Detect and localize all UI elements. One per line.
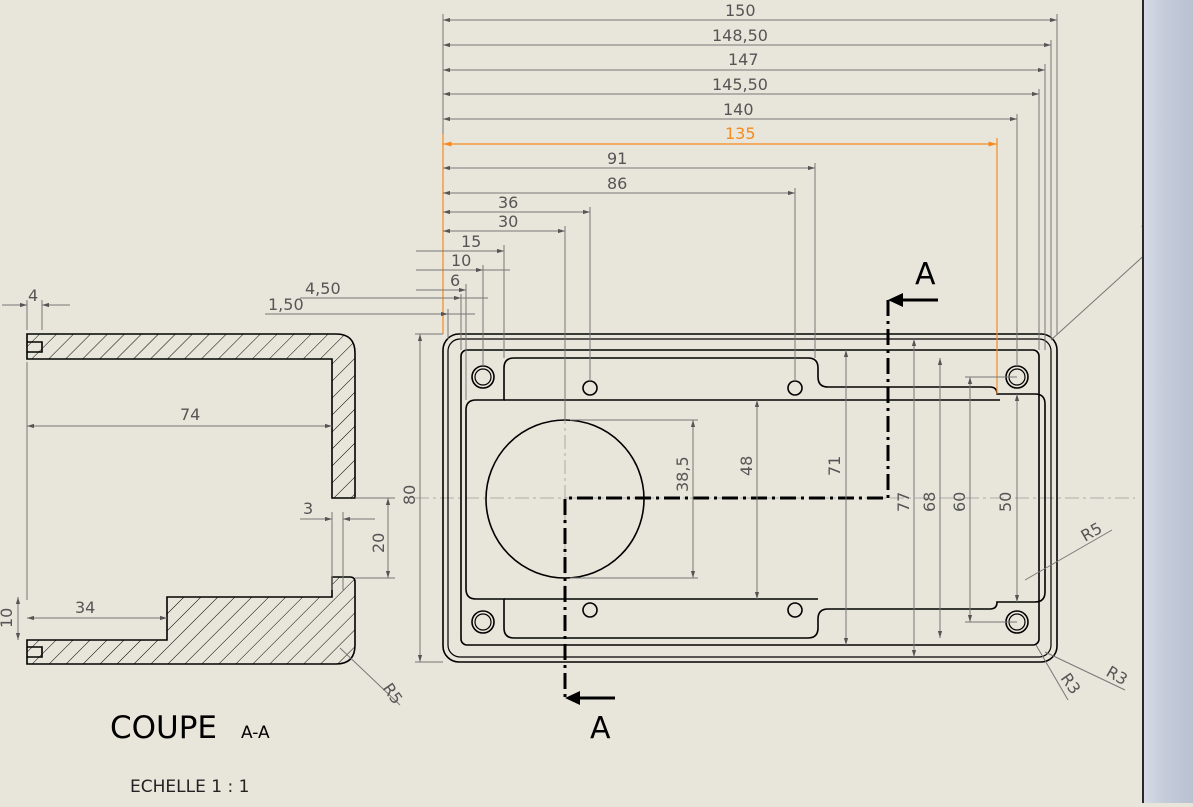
drawing-canvas[interactable]: 4 74 34 10 3 20 R5 (0, 0, 1171, 803)
dim-10: 10 (451, 251, 471, 270)
vertical-dimensions: 80 38,5 48 71 77 68 60 50 (400, 333, 1020, 663)
radius-r3-left: R3 (1057, 669, 1085, 697)
top-dimension-stack: 150 148,50 147 145,50 140 135 91 86 (265, 1, 1058, 420)
dim-1-50: 1,50 (268, 295, 304, 314)
scale-label: ECHELLE 1 : 1 (130, 777, 249, 797)
section-cut-line (563, 300, 890, 698)
radius-r5-inner: R5 (1078, 518, 1106, 545)
dim-15: 15 (461, 232, 481, 251)
dim-145-50: 145,50 (712, 75, 768, 94)
dim-80: 80 (400, 485, 419, 505)
outer-contour (442, 333, 1058, 663)
sheet-border (1142, 0, 1144, 803)
dim-30: 30 (498, 212, 518, 231)
section-view: 4 74 34 10 3 20 R5 (0, 286, 407, 708)
dim-4: 4 (28, 286, 38, 305)
radius-r5-section: R5 (379, 679, 407, 707)
dim-50: 50 (996, 492, 1015, 512)
dim-48: 48 (737, 456, 756, 476)
section-title: COUPE (110, 710, 217, 746)
section-title-sub: A-A (241, 723, 270, 743)
dim-4-50: 4,50 (305, 279, 341, 298)
dim-34: 34 (75, 598, 95, 617)
dim-147: 147 (728, 50, 759, 69)
dim-91: 91 (607, 149, 627, 168)
dim-20: 20 (369, 533, 388, 553)
dim-135: 135 (725, 124, 756, 143)
dim-150: 150 (725, 1, 756, 20)
side-panel[interactable] (1144, 0, 1193, 803)
dim-36: 36 (498, 193, 518, 212)
section-top-wall (26, 333, 356, 499)
section-bottom-wall (26, 576, 356, 665)
section-label-top: A (915, 257, 936, 292)
dim-10-vertical: 10 (0, 608, 16, 628)
radius-r3-right: R3 (1103, 662, 1131, 689)
dim-86: 86 (607, 174, 627, 193)
radius-leaders: R5 R5 R3 R3 (1024, 211, 1171, 701)
dim-38-5: 38,5 (673, 456, 692, 492)
dim-71: 71 (825, 456, 844, 476)
dim-60: 60 (950, 492, 969, 512)
dim-6: 6 (450, 271, 460, 290)
section-label-bottom: A (590, 711, 611, 746)
dim-148-50: 148,50 (712, 26, 768, 45)
dim-68: 68 (920, 492, 939, 512)
dim-74: 74 (180, 405, 200, 424)
main-view: A A 150 148,50 147 145,50 140 135 (265, 1, 1171, 746)
dim-3: 3 (303, 499, 313, 518)
dim-77: 77 (894, 492, 913, 512)
technical-drawing: 4 74 34 10 3 20 R5 (0, 1, 1171, 797)
dim-140: 140 (723, 100, 754, 119)
